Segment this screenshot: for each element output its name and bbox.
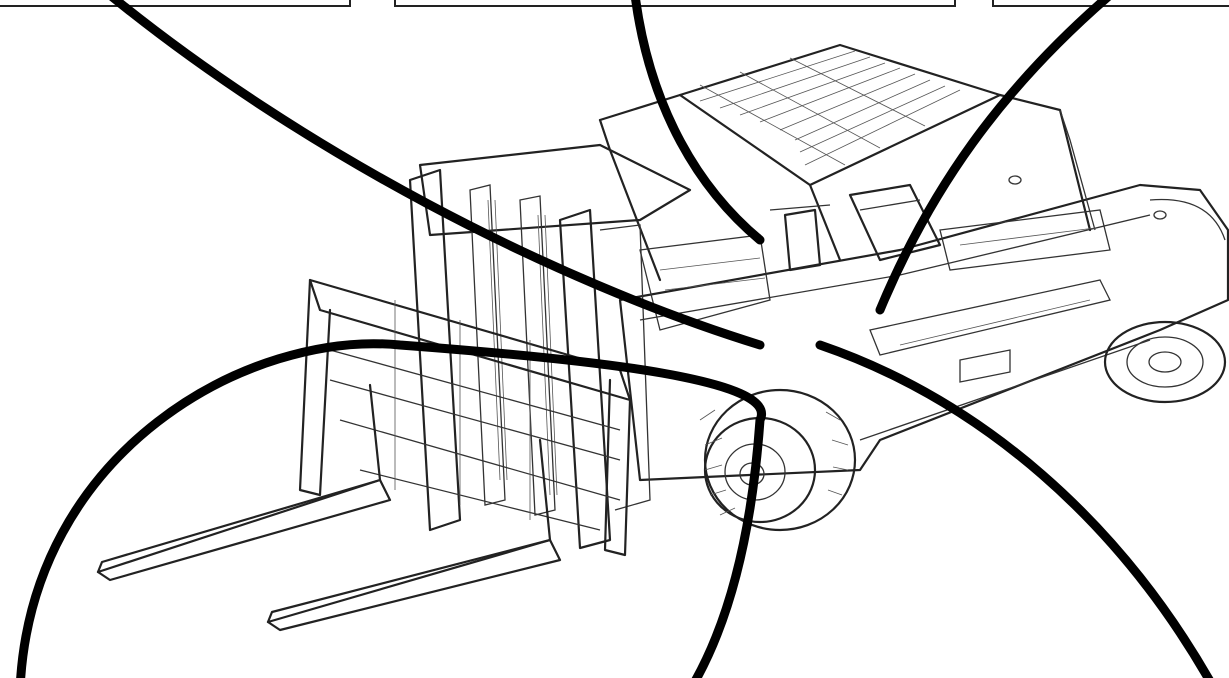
leader-line-center [631,0,765,245]
fork-carriage [298,278,632,557]
leader-line-bottom-right [815,340,1214,678]
callout-frame-right [992,0,1229,7]
front-tire [699,388,857,532]
leader-lines [16,0,1214,678]
forklift-illustration [96,43,1229,632]
callout-frames [0,0,1229,7]
forklift-body [618,175,1229,482]
leader-line-bottom-left [16,339,766,678]
forks [96,383,562,632]
callout-frame-center [394,0,956,7]
leader-line-left [109,0,765,350]
leader-line-right [875,0,1112,315]
rear-tire [1103,320,1227,404]
overhead-guard [598,43,1096,282]
callout-frame-left [0,0,351,7]
